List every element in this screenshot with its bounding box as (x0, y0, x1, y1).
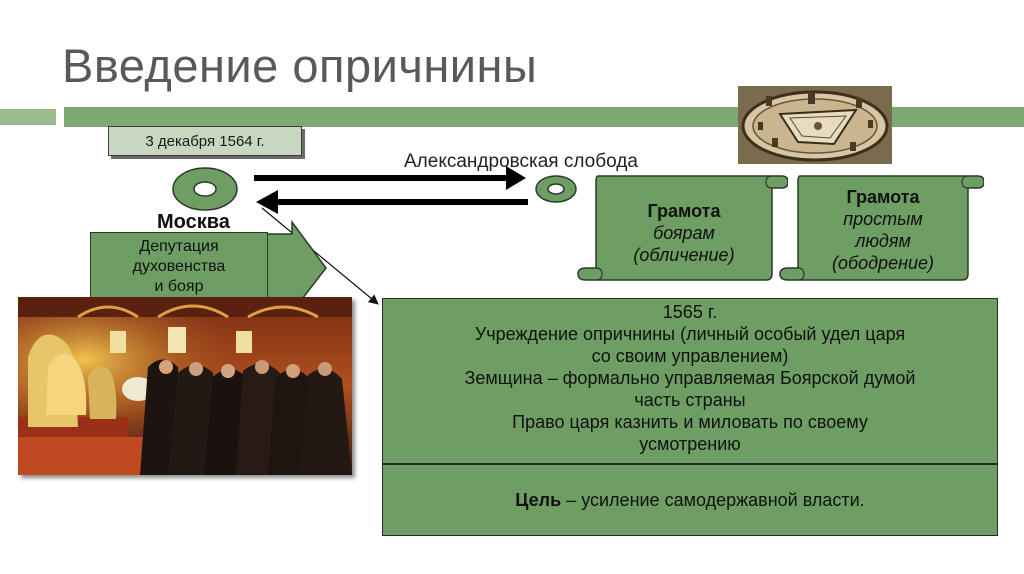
scroll-people: Грамота простым людям (ободрение) (778, 170, 984, 290)
fortress-picture (738, 86, 892, 164)
main-line-2: со своим управлением) (591, 346, 789, 366)
deputation-line-3: и бояр (154, 278, 204, 295)
scroll-boyars: Грамота боярам (обличение) (576, 170, 788, 290)
deputation-box: Депутация духовенства и бояр (90, 232, 268, 302)
scroll-boyars-line-2: (обличение) (633, 245, 735, 265)
scroll-boyars-title: Грамота (647, 201, 721, 221)
goal-box: Цель – усиление самодержавной власти. (382, 464, 998, 536)
main-year: 1565 г. (662, 302, 718, 322)
deputation-line-2: духовенства (132, 258, 226, 275)
deputation-line-1: Депутация (139, 238, 219, 255)
historical-painting (18, 297, 352, 475)
main-info-box: 1565 г. Учреждение опричнины (личный осо… (382, 298, 998, 464)
date-box: 3 декабря 1564 г. (108, 126, 302, 156)
main-line-5: Право царя казнить и миловать по своему (512, 412, 868, 432)
scroll-boyars-line-1: боярам (653, 223, 715, 243)
scroll-people-title: Грамота (846, 187, 920, 207)
date-label: 3 декабря 1564 г. (145, 132, 265, 150)
goal-text: – усиление самодержавной власти. (561, 489, 865, 510)
main-line-6: усмотрению (639, 434, 741, 454)
main-line-4: часть страны (634, 390, 746, 410)
main-line-3: Земщина – формально управляемая Боярской… (464, 368, 916, 388)
title-bar-left (0, 109, 56, 125)
scroll-people-line-1: простым (843, 209, 923, 229)
alexandrov-label: Александровская слобода (404, 151, 638, 172)
main-line-1: Учреждение опричнины (личный особый удел… (474, 324, 906, 344)
scroll-people-line-3: (ободрение) (831, 253, 935, 273)
goal-label: Цель (515, 489, 562, 510)
slide-title: Введение опричнины (62, 39, 538, 92)
scroll-people-line-2: людям (855, 231, 911, 251)
moscow-label: Москва (157, 211, 230, 233)
